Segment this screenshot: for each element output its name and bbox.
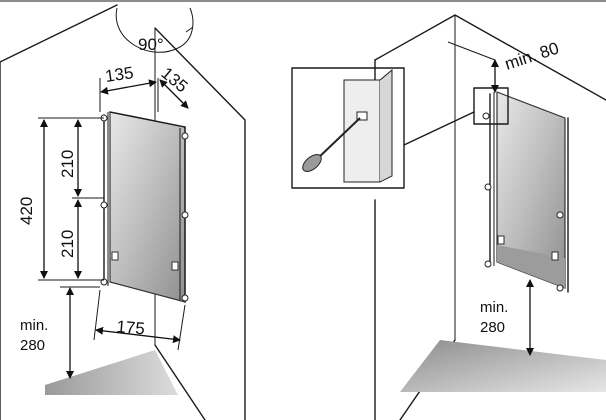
screw-bottom-right <box>181 294 189 302</box>
bracket-lower-right <box>171 261 179 271</box>
left-corner-illustration: 90° 135 135 420 210 210 <box>0 4 246 420</box>
dim-bottom-width-line <box>95 326 181 344</box>
floor-corner-line <box>154 344 206 420</box>
r-screw-bottom-right <box>556 284 564 292</box>
inset-frame <box>291 67 405 189</box>
inset-slot <box>356 111 368 121</box>
floor-clearance-prefix: min. <box>20 317 48 334</box>
r-panel-bottom-band <box>497 245 565 288</box>
bottom-width-label: 175 <box>116 317 146 338</box>
width-left-label: 135 <box>104 63 135 86</box>
left-wall-top-edge <box>0 4 118 63</box>
r-screw-top <box>482 112 490 120</box>
panel-top-edge <box>109 111 186 128</box>
r-ceiling-edges <box>374 14 606 101</box>
angle-arc <box>115 7 194 53</box>
angle-tick <box>185 26 194 33</box>
width-right-label: 135 <box>157 64 191 97</box>
r-screw-mid <box>484 183 492 191</box>
dim-width-right-line <box>159 79 189 109</box>
r-bracket-right <box>551 251 559 261</box>
floor-shading <box>45 350 178 395</box>
r-floor-clearance-value: 280 <box>480 319 505 336</box>
screw-head-icon <box>302 154 322 172</box>
r-screw-mid-right <box>556 211 564 219</box>
screw-mid-right <box>181 211 189 219</box>
screwdriver-shaft <box>315 117 361 161</box>
angle-label: 90° <box>138 35 164 54</box>
r-detail-leader <box>403 111 475 146</box>
lower-spacing-label: 210 <box>58 230 77 258</box>
bottom-width-ext-left <box>93 289 101 341</box>
r-bracket-left <box>497 235 505 245</box>
screw-top-right <box>181 132 189 140</box>
ceiling-clearance-label: min. 80 <box>502 39 561 74</box>
bracket-lower-left <box>111 251 119 261</box>
r-screw-bottom <box>484 260 492 268</box>
right-corner-illustration: min. 80 min. 280 <box>374 14 606 420</box>
inset-rail-side <box>379 68 393 183</box>
floor-clearance-value: 280 <box>20 337 45 354</box>
r-floor-shading <box>400 340 606 392</box>
screw-mid-left <box>100 201 108 209</box>
inset-rail <box>343 79 381 183</box>
upper-spacing-label: 210 <box>58 150 77 178</box>
bottom-width-ext-right <box>177 304 186 351</box>
total-height-label: 420 <box>17 197 36 225</box>
r-ceiling-ext <box>447 41 496 61</box>
heater-panel <box>109 111 186 303</box>
screw-detail-inset <box>291 67 405 189</box>
r-floor-clearance-prefix: min. <box>480 299 508 316</box>
dim-width-left-line <box>100 79 157 95</box>
right-wall-edge <box>154 27 246 420</box>
